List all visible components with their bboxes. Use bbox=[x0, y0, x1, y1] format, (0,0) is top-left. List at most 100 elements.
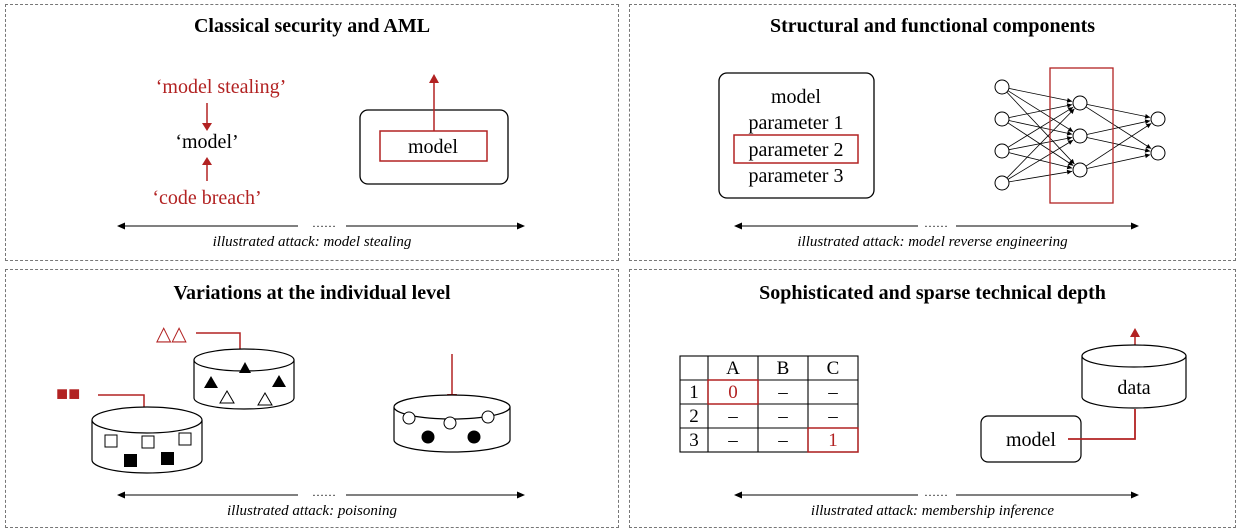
network-node bbox=[994, 111, 1010, 127]
network-edge-arrowhead bbox=[1067, 107, 1074, 112]
axis-right-head bbox=[517, 222, 525, 230]
network-node bbox=[994, 143, 1010, 159]
leak-arrow-head bbox=[1130, 328, 1140, 337]
model-box-label: model bbox=[408, 136, 458, 158]
network-edge bbox=[1006, 91, 1075, 165]
model-label: model bbox=[1006, 429, 1056, 451]
arrow-up-head bbox=[202, 157, 212, 165]
data-label: data bbox=[1117, 377, 1150, 399]
table-cell: – bbox=[727, 406, 738, 427]
table-cell: 1 bbox=[828, 430, 838, 451]
network-edge bbox=[1008, 104, 1073, 118]
exfiltration-arrow-head bbox=[429, 74, 439, 83]
network-edge-arrowhead bbox=[1067, 140, 1074, 145]
network-node bbox=[994, 79, 1010, 95]
network-node bbox=[1072, 95, 1088, 111]
network-edge-arrowhead bbox=[1066, 136, 1073, 141]
hidden-layer-highlight bbox=[1049, 67, 1114, 204]
axis-dots: …… bbox=[924, 485, 948, 499]
network-edge bbox=[1086, 154, 1151, 169]
network-edge bbox=[1085, 123, 1152, 167]
network-edge-arrowhead bbox=[1069, 158, 1075, 165]
network-edge-arrowhead bbox=[1066, 98, 1073, 103]
network-edge-arrowhead bbox=[1069, 108, 1075, 114]
axis-left-head bbox=[734, 222, 742, 230]
axis-dots: …… bbox=[312, 485, 336, 499]
panel-classical-security: Classical security and AML ‘model steali… bbox=[5, 4, 619, 261]
axis-dots: …… bbox=[924, 216, 948, 230]
list-item-parameter-1: parameter 1 bbox=[749, 112, 844, 134]
row-label: 3 bbox=[689, 430, 699, 451]
row-label: 1 bbox=[689, 382, 699, 403]
list-item-model: model bbox=[771, 86, 821, 108]
network-edge bbox=[1008, 88, 1073, 102]
panel-individual-level: Variations at the individual level △△ ■■ bbox=[5, 269, 619, 528]
parameter-2-highlight bbox=[733, 134, 859, 164]
network-edge-arrowhead bbox=[1067, 127, 1074, 132]
table-cell: – bbox=[827, 406, 838, 427]
network-node bbox=[1072, 128, 1088, 144]
table-cell: – bbox=[827, 382, 838, 403]
network-edge-arrowhead bbox=[1066, 103, 1073, 108]
network-node bbox=[1072, 162, 1088, 178]
network-edge-arrowhead bbox=[1066, 130, 1073, 136]
network-edge-arrowhead bbox=[1067, 160, 1074, 166]
network-edge-arrowhead bbox=[1066, 164, 1073, 170]
model-to-data-connector bbox=[1068, 409, 1136, 440]
structural-components-diagram: model parameter 1 parameter 2 parameter … bbox=[718, 67, 1166, 230]
table-cell: – bbox=[777, 406, 788, 427]
axis-dots: …… bbox=[312, 216, 336, 230]
parameter-list-box bbox=[718, 72, 875, 199]
axis-right-head bbox=[1131, 222, 1139, 230]
axis-left-head bbox=[734, 491, 742, 499]
table-cell: – bbox=[777, 430, 788, 451]
axis-left-head bbox=[117, 491, 125, 499]
network-edge-arrowhead bbox=[1144, 153, 1151, 159]
network-edge bbox=[1007, 106, 1074, 148]
injected-triangles: △△ bbox=[156, 323, 187, 345]
network-edge bbox=[1086, 120, 1151, 135]
network-node bbox=[1150, 145, 1166, 161]
classical-security-diagram: ‘model stealing’ ‘model’ ‘code breach’ m… bbox=[117, 74, 525, 230]
code-breach-label: ‘code breach’ bbox=[152, 187, 261, 209]
network-edge-arrowhead bbox=[1066, 169, 1073, 175]
panel-structural-components: Structural and functional components mod… bbox=[629, 4, 1236, 261]
list-item-parameter-3: parameter 3 bbox=[749, 165, 844, 187]
panel-caption: illustrated attack: model reverse engine… bbox=[797, 234, 1068, 250]
neural-network-icon bbox=[994, 79, 1166, 191]
axis-right-head bbox=[517, 491, 525, 499]
axis-right-head bbox=[1131, 491, 1139, 499]
network-edge bbox=[1086, 104, 1151, 118]
column-header: B bbox=[777, 358, 790, 379]
database-circles-icon bbox=[393, 394, 511, 453]
list-item-parameter-2: parameter 2 bbox=[749, 139, 844, 161]
network-node bbox=[994, 175, 1010, 191]
column-header: A bbox=[726, 358, 740, 379]
cell-highlight-1A bbox=[707, 379, 759, 405]
database-triangles-icon bbox=[193, 348, 295, 410]
panel-title: Classical security and AML bbox=[193, 15, 431, 37]
membership-inference-diagram: A B C 1 0 – – 2 – – – 3 – – 1 data model… bbox=[679, 328, 1187, 499]
model-stealing-label: ‘model stealing’ bbox=[156, 76, 287, 98]
network-edge-arrowhead bbox=[1145, 123, 1152, 129]
network-edge bbox=[1006, 108, 1075, 179]
table-cell: – bbox=[777, 382, 788, 403]
network-edge-arrowhead bbox=[1144, 119, 1151, 125]
panel-technical-depth: Sophisticated and sparse technical depth… bbox=[629, 269, 1236, 528]
network-edge-arrowhead bbox=[1144, 147, 1151, 153]
table-cell: – bbox=[727, 430, 738, 451]
row-label: 2 bbox=[689, 406, 699, 427]
network-edge bbox=[1007, 139, 1074, 180]
network-edge bbox=[1008, 170, 1073, 183]
injected-squares: ■■ bbox=[56, 383, 80, 405]
database-squares-icon bbox=[91, 406, 203, 474]
panel-title: Sophisticated and sparse technical depth bbox=[759, 282, 1106, 304]
panel-caption: illustrated attack: membership inference bbox=[810, 503, 1055, 519]
panel-caption: illustrated attack: model stealing bbox=[212, 234, 412, 250]
network-edge bbox=[1007, 122, 1074, 166]
database-icon bbox=[1081, 344, 1187, 409]
panel-title: Variations at the individual level bbox=[173, 282, 451, 304]
column-header: C bbox=[827, 358, 840, 379]
poisoning-diagram: △△ ■■ bbox=[56, 323, 525, 499]
cell-highlight-3C bbox=[807, 427, 859, 453]
